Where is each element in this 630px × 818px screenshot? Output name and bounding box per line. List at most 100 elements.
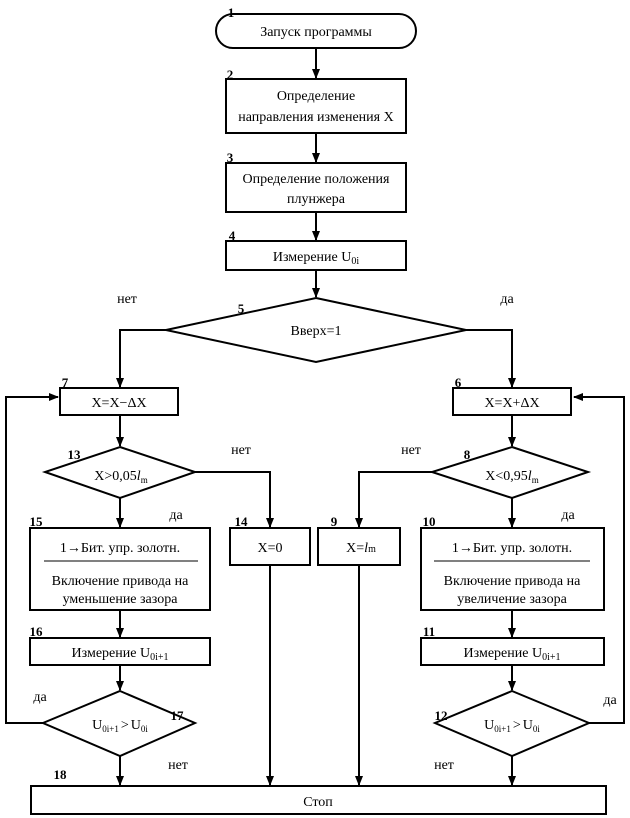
block-4-label: Измерение U0i xyxy=(273,250,360,267)
block-15-line3: уменьшение зазора xyxy=(63,592,179,607)
block-17-number: 17 xyxy=(171,708,185,723)
block-3-plunger-position: Определение положения плунжера 3 xyxy=(225,150,407,213)
edge-label-no-8: нет xyxy=(401,443,421,458)
block-4-number: 4 xyxy=(229,228,236,243)
block-16-sub: 0i+1 xyxy=(150,652,168,663)
block-15-line1: 1→Бит. упр. золотн. xyxy=(60,541,180,556)
edge-label-yes-8: да xyxy=(561,508,575,523)
block-4-measure-u0i: Измерение U0i 4 xyxy=(225,228,407,271)
edge-label-no-12: нет xyxy=(434,758,454,773)
block-14-number: 14 xyxy=(235,514,249,529)
block-16-main: Измерение U xyxy=(72,646,151,661)
block-12-u1-sub: 0i+1 xyxy=(494,724,511,734)
block-8-label: X<0,95lm xyxy=(485,469,538,485)
block-17-u1-sub: 0i+1 xyxy=(102,724,119,734)
block-12-number: 12 xyxy=(435,708,448,723)
edge-label-yes-12: да xyxy=(603,693,617,708)
process-shape xyxy=(30,785,607,815)
block-12-decision-compare: U0i+1>U0i 12 да нет xyxy=(432,689,617,773)
block-6-increment-x: X=X+ΔX 6 xyxy=(452,375,572,416)
block-17-op: > xyxy=(121,718,129,733)
edge-label-no-5: нет xyxy=(117,292,137,307)
edge-label-yes-5: да xyxy=(500,292,514,307)
block-11-label: Измерение U0i+1 xyxy=(464,646,561,663)
process-shape xyxy=(225,162,407,213)
block-1-number: 1 xyxy=(228,5,235,20)
block-8-decision-upper: X<0,95lm 8 нет да xyxy=(401,443,592,523)
block-2-number: 2 xyxy=(227,67,234,82)
block-10-number: 10 xyxy=(423,514,436,529)
block-18-number: 18 xyxy=(54,767,68,782)
block-9-pre: X= xyxy=(346,541,364,556)
process-shape xyxy=(29,637,211,666)
block-9-x-lm: X=lm 9 xyxy=(317,514,401,566)
block-3-line2: плунжера xyxy=(287,192,346,207)
process-shape xyxy=(59,387,179,416)
block-14-label: X=0 xyxy=(257,541,282,556)
process-shape xyxy=(420,527,605,611)
process-shape xyxy=(225,240,407,271)
block-5-label: Вверх=1 xyxy=(291,324,342,339)
block-12-u2: U xyxy=(523,718,533,733)
decision-shape xyxy=(40,689,198,758)
block-9-sub: m xyxy=(368,544,376,555)
block-13-decision-lower: X>0,05lm 13 нет да xyxy=(41,443,251,523)
block-3-number: 3 xyxy=(227,150,234,165)
edge-13-14 xyxy=(195,471,274,528)
edge-label-no-13: нет xyxy=(231,443,251,458)
block-10-increase-gap: 1→Бит. упр. золотн. Включение привода на… xyxy=(420,514,605,611)
block-9-label: X=lm xyxy=(346,541,376,556)
block-15-line2: Включение привода на xyxy=(52,574,189,589)
block-14-x-zero: X=0 14 xyxy=(229,514,311,566)
block-4-sub: 0i xyxy=(351,256,359,267)
block-2-line2: направления изменения X xyxy=(238,110,393,125)
process-shape xyxy=(317,527,401,566)
block-16-measure-u0i1: Измерение U0i+1 16 xyxy=(29,624,211,666)
block-10-line3: увеличение зазора xyxy=(457,592,567,607)
decision-shape xyxy=(428,445,592,500)
process-shape xyxy=(29,527,211,611)
block-7-decrement-x: X=X−ΔX 7 xyxy=(59,375,179,416)
block-17-u2: U xyxy=(131,718,141,733)
process-shape xyxy=(420,637,605,666)
block-7-number: 7 xyxy=(62,375,69,390)
block-11-sub: 0i+1 xyxy=(542,652,560,663)
block-9-number: 9 xyxy=(331,514,338,529)
decision-shape xyxy=(41,445,199,500)
block-12-u1: U xyxy=(484,718,494,733)
block-13-l: l xyxy=(137,469,141,484)
connectors xyxy=(5,48,625,786)
block-11-main: Измерение U xyxy=(464,646,543,661)
block-16-label: Измерение U0i+1 xyxy=(72,646,169,663)
block-4-main: Измерение U xyxy=(273,250,352,265)
block-9-l: l xyxy=(364,541,368,556)
edge-12-6-loop xyxy=(573,393,625,724)
block-15-decrease-gap: 1→Бит. упр. золотн. Включение привода на… xyxy=(29,514,211,611)
block-18-stop: Стоп 18 xyxy=(30,767,607,815)
block-2-direction: Определение направления изменения X 2 xyxy=(225,67,407,134)
process-shape xyxy=(225,78,407,134)
block-13-pre: X>0,05 xyxy=(94,469,137,484)
edge-5-7 xyxy=(116,329,166,388)
block-12-label: U0i+1>U0i xyxy=(484,718,540,734)
block-17-label: U0i+1>U0i xyxy=(92,718,148,734)
block-10-line2: Включение привода на xyxy=(444,574,581,589)
block-12-u2-sub: 0i xyxy=(533,724,541,734)
edge-label-no-17: нет xyxy=(168,758,188,773)
edge-label-yes-17: да xyxy=(33,690,47,705)
block-17-u1: U xyxy=(92,718,102,733)
block-12-op: > xyxy=(513,718,521,733)
block-7-label: X=X−ΔX xyxy=(91,396,146,411)
decision-shape xyxy=(165,296,467,364)
edge-17-7-loop xyxy=(5,393,59,724)
block-5-number: 5 xyxy=(238,301,245,316)
edge-8-9 xyxy=(355,471,432,528)
block-2-line1: Определение xyxy=(277,89,355,104)
block-5-decision-up: Вверх=1 5 нет да xyxy=(117,292,514,364)
block-8-l: l xyxy=(528,469,532,484)
block-13-sub: m xyxy=(141,475,148,485)
process-shape xyxy=(452,387,572,416)
block-11-number: 11 xyxy=(423,624,435,639)
edge-5-6 xyxy=(466,329,516,388)
